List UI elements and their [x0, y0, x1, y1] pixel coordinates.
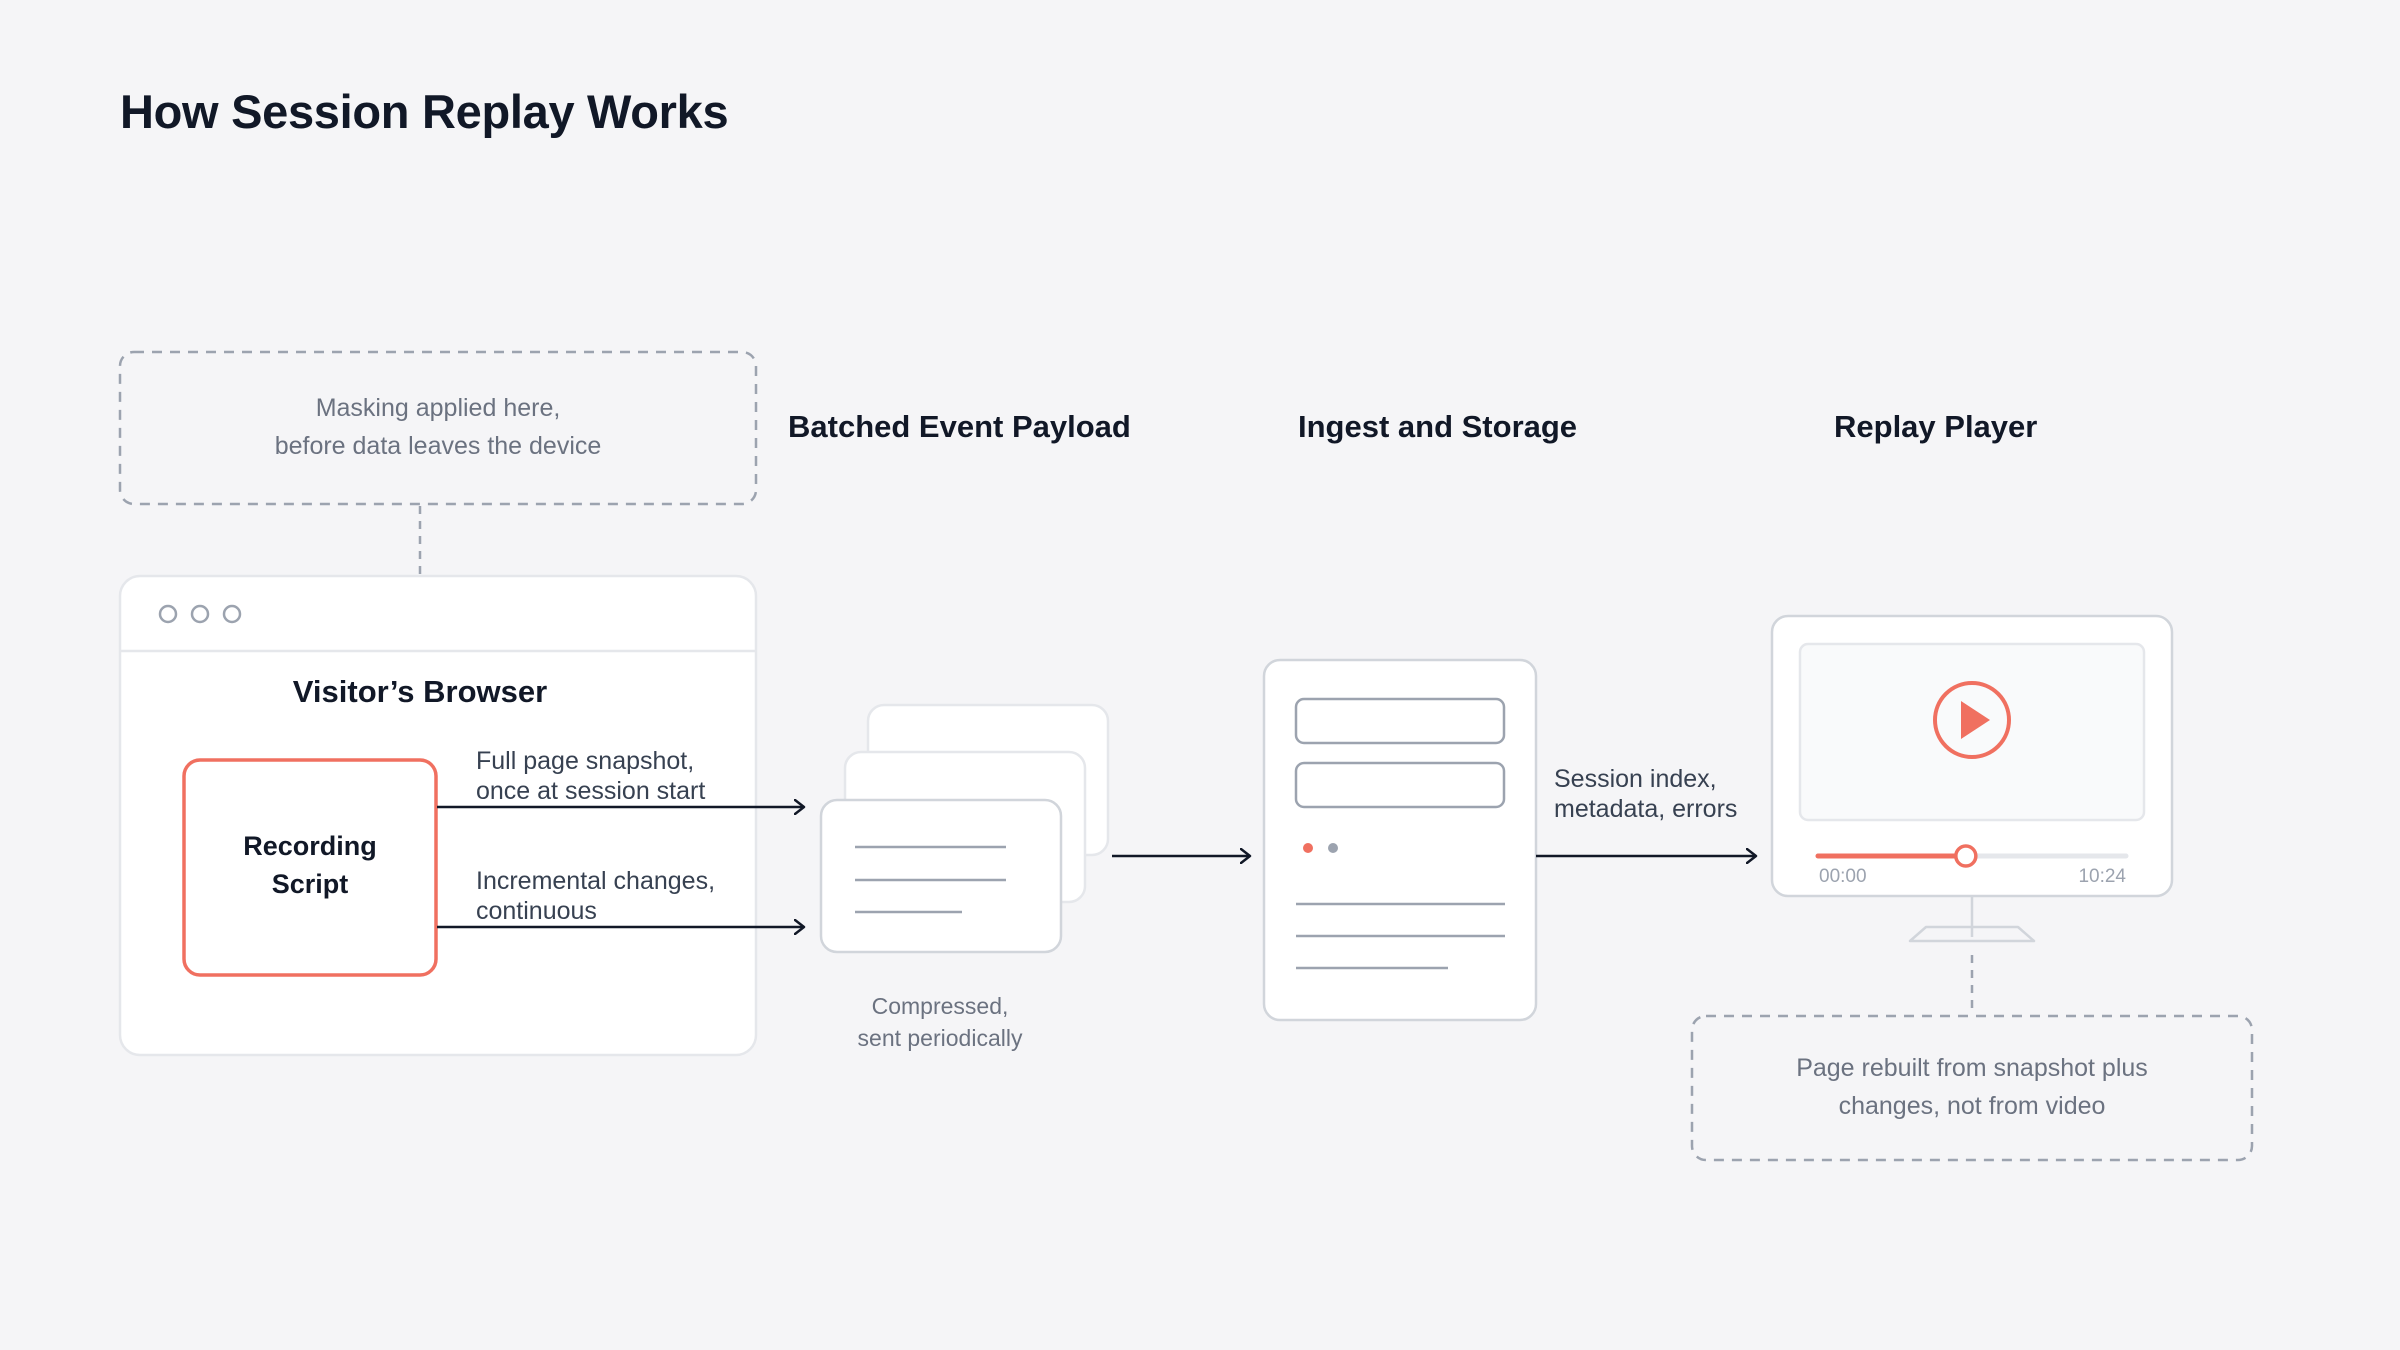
time-end: 10:24	[2078, 866, 2126, 887]
player-note-box	[1690, 1014, 2254, 1162]
player-note-line: Page rebuilt from snapshot plus	[1796, 1054, 2148, 1082]
masking-note-line: Masking applied here,	[315, 394, 561, 422]
masking-note: Masking applied here, before data leaves…	[120, 389, 756, 465]
page-title: How Session Replay Works	[120, 85, 729, 138]
status-dot-icon	[1303, 843, 1313, 853]
window-dot-icon	[222, 604, 242, 624]
session-index-label-line: Session index,	[1554, 765, 1717, 793]
incremental-label: Incremental changes, continuous	[476, 866, 715, 926]
time-start: 00:00	[1819, 866, 1867, 887]
player-title: Replay Player	[1834, 409, 2038, 444]
payload-caption: Compressed, sent periodically	[790, 990, 1090, 1054]
replay-monitor	[1770, 614, 2174, 943]
status-dot-icon	[1328, 843, 1338, 853]
payload-stack	[819, 703, 1110, 954]
storage-server	[1262, 658, 1538, 1022]
session-index-label: Session index, metadata, errors	[1554, 764, 1737, 824]
snapshot-label: Full page snapshot, once at session star…	[476, 746, 705, 806]
progress-scrubber-handle[interactable]	[1954, 844, 1978, 868]
player-note: Page rebuilt from snapshot plus changes,…	[1692, 1049, 2252, 1125]
incremental-label-line: continuous	[476, 897, 597, 925]
snapshot-label-line: Full page snapshot,	[476, 747, 695, 775]
snapshot-label-line: once at session start	[476, 777, 706, 805]
recording-script-label-line: Recording	[243, 831, 377, 861]
session-index-label-line: metadata, errors	[1554, 795, 1738, 823]
player-note-line: changes, not from video	[1838, 1092, 2106, 1120]
recording-script-label: Recording Script	[184, 827, 436, 903]
incremental-label-line: Incremental changes,	[476, 867, 716, 895]
recording-script-label-line: Script	[271, 869, 349, 899]
payload-caption-line: Compressed,	[871, 993, 1009, 1019]
recording-script-box	[182, 758, 438, 977]
browser-title: Visitor’s Browser	[292, 674, 548, 709]
masking-note-line: before data leaves the device	[274, 432, 602, 460]
payload-title: Batched Event Payload	[788, 409, 1131, 444]
payload-caption-line: sent periodically	[857, 1025, 1023, 1051]
masking-note-box	[118, 350, 758, 506]
window-dot-icon	[158, 604, 178, 624]
storage-title: Ingest and Storage	[1298, 409, 1578, 444]
window-dot-icon	[190, 604, 210, 624]
play-icon[interactable]	[1933, 681, 2011, 759]
